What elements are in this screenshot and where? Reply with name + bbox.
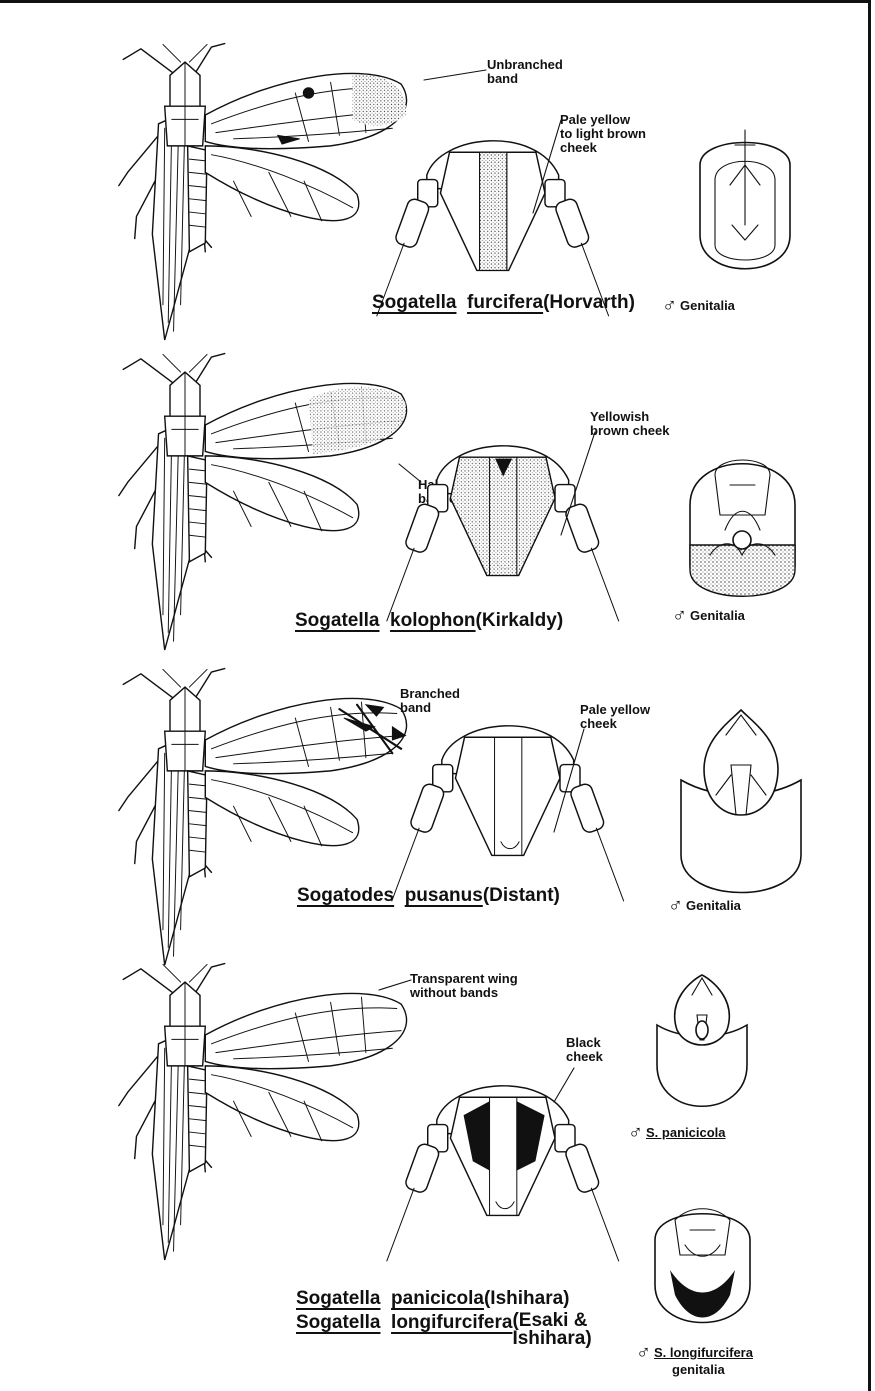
wing-feature-label: Transparent wing without bands <box>410 972 518 1000</box>
genitalia-label: ♂Genitalia <box>662 295 735 318</box>
genitalia-label: ♂Genitalia <box>668 895 741 918</box>
genitalia-label: ♂Genitalia <box>672 605 745 628</box>
cheek-feature-label: Pale yellow cheek <box>580 703 650 731</box>
genitalia-illustration-longifurcifera <box>650 1200 755 1340</box>
leader-line <box>375 978 415 994</box>
genitalia-sublabel: genitalia <box>672 1362 725 1377</box>
panel-sogatodes-pusanus: Branched band Pale yellow cheek ♂Genital… <box>0 645 875 940</box>
species-name-longifurcifera: Sogatella longifurcifera(Esaki & Ishihar… <box>296 1312 592 1348</box>
insect-illustration <box>95 350 425 650</box>
insect-illustration <box>95 960 425 1260</box>
species-name-panicicola: Sogatella panicicola(Ishihara) <box>296 1288 570 1310</box>
genitalia-illustration <box>690 125 800 290</box>
leader-line <box>548 727 588 837</box>
panel-sogatella-panicicola-longifurcifera: Transparent wing without bands Black che… <box>0 940 875 1391</box>
panel-sogatella-kolophon: Half of wing banded Yellowish brown chee… <box>0 330 875 645</box>
insect-illustration <box>95 665 425 965</box>
leader-line <box>420 68 490 82</box>
wing-feature-label: Unbranched band <box>487 58 563 86</box>
cheek-feature-label: Pale yellow to light brown cheek <box>560 113 646 155</box>
leader-line <box>525 118 565 218</box>
panel-sogatella-furcifera: Unbranched band Pale yellow to light bro… <box>0 0 875 330</box>
cheek-feature-label: Yellowish brown cheek <box>590 410 669 438</box>
leader-line <box>548 1066 578 1106</box>
species-name: Sogatodes pusanus(Distant) <box>297 885 560 907</box>
genitalia-illustration <box>680 445 805 610</box>
genitalia-label-panicicola: ♂S. panicicola <box>628 1122 725 1145</box>
species-name: Sogatella furcifera(Horvarth) <box>372 292 635 314</box>
cheek-feature-label: Black cheek <box>566 1036 603 1064</box>
genitalia-illustration <box>676 705 806 905</box>
genitalia-illustration-panicicola <box>652 970 752 1115</box>
leader-line <box>555 430 600 540</box>
species-name: Sogatella kolophon(Kirkaldy) <box>295 610 563 632</box>
